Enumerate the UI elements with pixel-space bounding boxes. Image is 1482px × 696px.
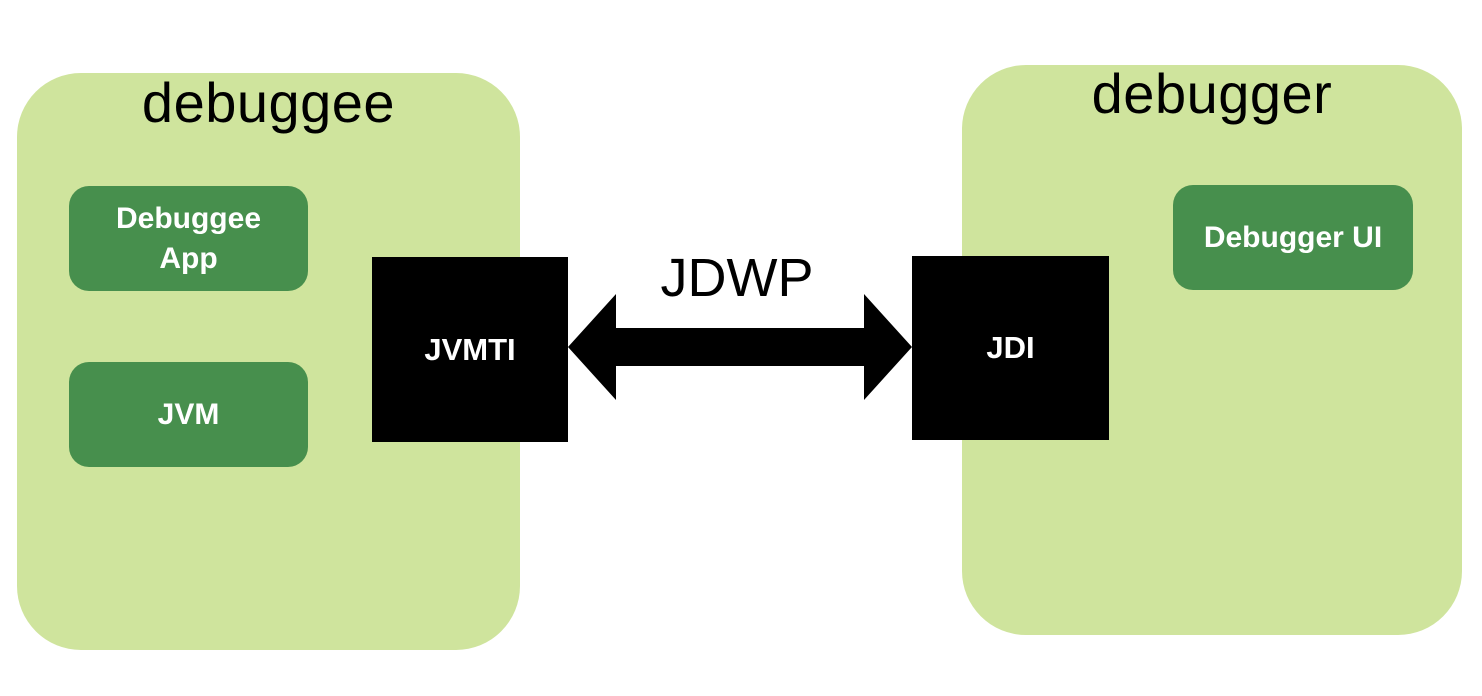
jvmti-label: JVMTI <box>424 331 516 367</box>
debugger-ui-label: Debugger UI <box>1203 220 1383 254</box>
debuggee-title: debuggee <box>141 71 396 134</box>
jvmti-box: JVMTI <box>372 257 568 442</box>
jvm-label: JVM <box>157 397 220 431</box>
debugger-title: debugger <box>1091 62 1333 125</box>
jvm-box: JVM <box>69 362 308 467</box>
jdi-label: JDI <box>986 330 1035 365</box>
double-arrow-icon <box>568 294 912 400</box>
debugger-ui-box: Debugger UI <box>1173 185 1413 290</box>
debuggee-app-box: Debuggee App <box>69 186 308 291</box>
jdwp-protocol-label: JDWP <box>660 248 814 308</box>
jdi-box: JDI <box>912 256 1109 440</box>
debuggee-app-label: Debuggee App <box>115 201 262 275</box>
